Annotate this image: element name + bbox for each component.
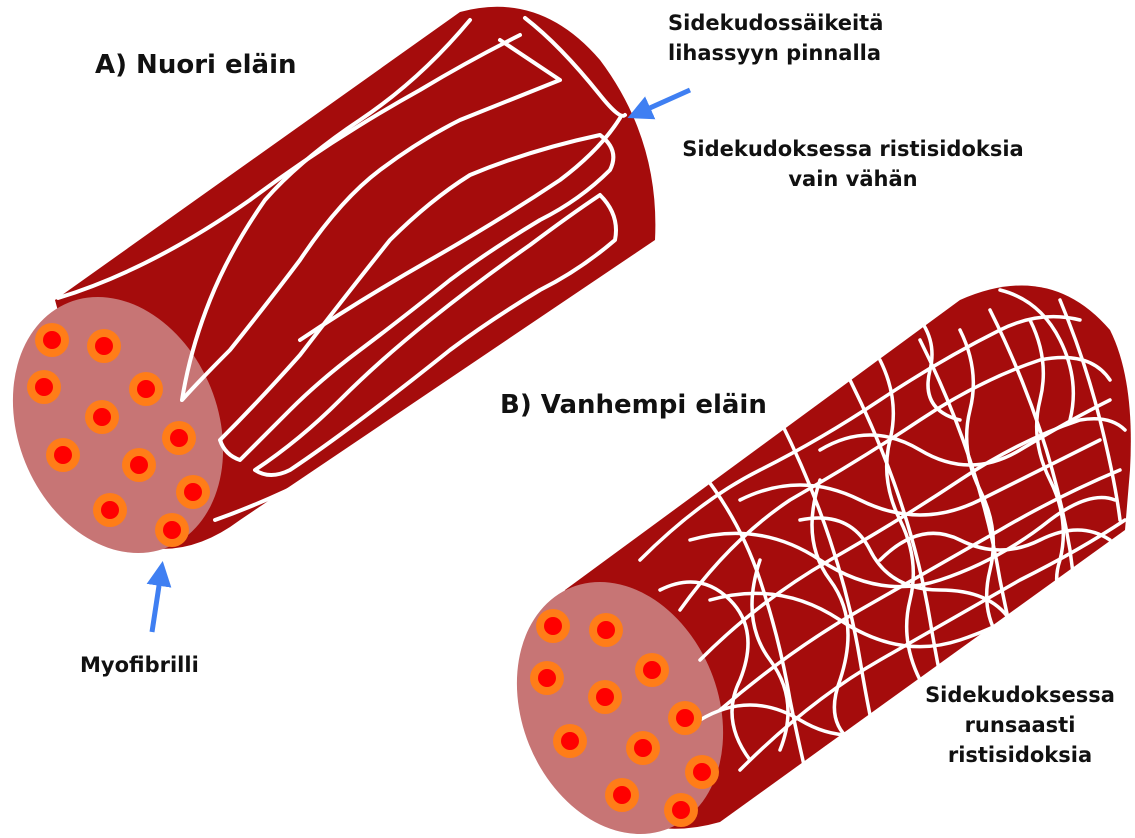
surface-fibers-label: Sidekudossäikeitä lihassyyn pinnalla xyxy=(668,8,883,68)
young-muscle-fiber xyxy=(0,7,655,585)
myofibril-label: Myofibrilli xyxy=(80,650,199,680)
arrow-icon xyxy=(152,566,162,632)
old-animal-title: B) Vanhempi eläin xyxy=(500,390,767,420)
many-crosslinks-label: Sidekudoksessa runsaasti ristisidoksia xyxy=(910,680,1130,770)
young-animal-title: A) Nuori eläin xyxy=(95,50,297,80)
few-crosslinks-label: Sidekudoksessa ristisidoksia vain vähän xyxy=(668,134,1038,194)
arrow-icon xyxy=(632,90,690,116)
